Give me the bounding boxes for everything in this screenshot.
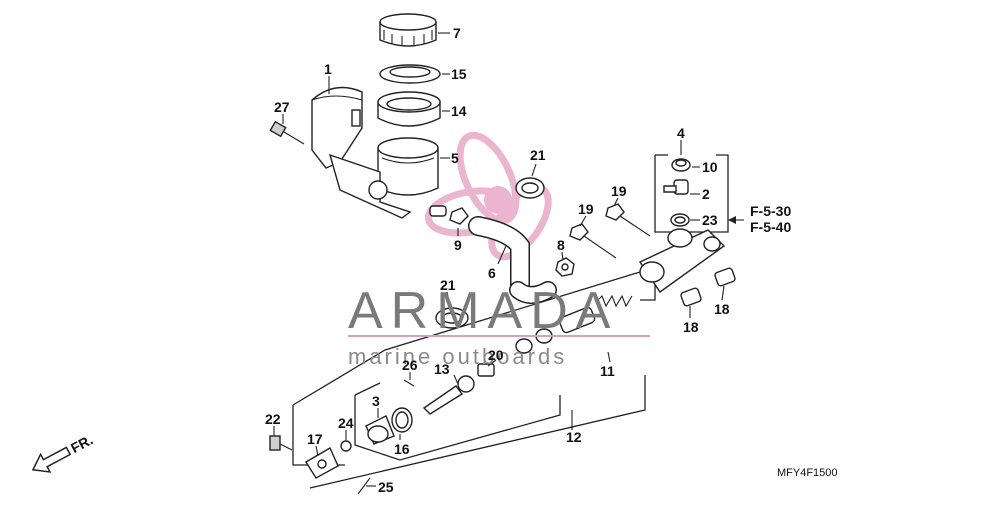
- callout-20: 20: [488, 347, 504, 363]
- callout-10: 10: [702, 159, 718, 175]
- callout-12: 12: [566, 429, 582, 445]
- master-cylinder-body: [638, 228, 726, 293]
- pin-25: [357, 477, 371, 495]
- callout-21-lower: 21: [440, 277, 456, 293]
- callout-23: 23: [702, 212, 718, 228]
- watermark-subtitle: marine outboards: [348, 344, 567, 369]
- callout-21-upper: 21: [530, 147, 546, 163]
- callout-3: 3: [372, 393, 380, 409]
- callout-9: 9: [454, 237, 462, 253]
- callout-5: 5: [451, 150, 459, 166]
- watermark-propeller-icon: [424, 131, 552, 261]
- callout-26: 26: [402, 357, 418, 373]
- callout-22: 22: [265, 411, 281, 427]
- watermark-title: ARMADA: [348, 282, 618, 340]
- ring-16: [391, 407, 413, 433]
- callout-19-lower: 19: [578, 201, 594, 217]
- callout-15: 15: [451, 66, 467, 82]
- callout-24: 24: [338, 415, 354, 431]
- bolt-19-lower: [569, 223, 617, 259]
- callout-13: 13: [434, 361, 450, 377]
- reservoir-hose: [468, 216, 557, 304]
- reservoir: [328, 137, 439, 219]
- callout-1: 1: [324, 61, 332, 77]
- bolt-19-upper: [605, 203, 651, 237]
- callout-17: 17: [307, 431, 323, 447]
- reservoir-cap: [379, 13, 437, 47]
- callout-labels: 7 15 14 5 1 27 9 6 21 21 8 19 19 4 10 2 …: [265, 25, 730, 495]
- o-ring-23: [670, 213, 690, 227]
- diaphragm: [377, 91, 441, 127]
- hose-clip-lower: [435, 307, 469, 329]
- nut-8: [555, 257, 575, 277]
- pin-26: [403, 379, 415, 387]
- direction-label: FR.: [68, 431, 95, 456]
- bolt-22: [269, 435, 293, 451]
- diaphragm-plate: [379, 64, 441, 84]
- callout-11: 11: [600, 363, 615, 379]
- joint-2: [663, 179, 689, 195]
- collar-18-right: [714, 267, 736, 287]
- bolt-27: [269, 120, 305, 145]
- push-rod: [422, 375, 475, 415]
- diagram-code: MFY4F1500: [777, 467, 838, 479]
- hose-fitting: [429, 205, 469, 225]
- front-direction-arrow-icon: FR.: [31, 431, 95, 473]
- leader-lines: [273, 32, 744, 487]
- clevis-17: [305, 447, 339, 479]
- washer-24: [340, 440, 352, 452]
- callout-14: 14: [451, 103, 467, 119]
- callout-16: 16: [394, 441, 410, 457]
- callout-2: 2: [702, 186, 710, 202]
- reference-f-5-40: F-5-40: [750, 219, 791, 235]
- callout-7: 7: [453, 25, 461, 41]
- boot-3: [365, 415, 395, 445]
- callout-8: 8: [557, 237, 565, 253]
- reservoir-cover: [311, 86, 363, 169]
- callout-18-right: 18: [714, 301, 730, 317]
- callout-27: 27: [274, 99, 290, 115]
- reference-f-5-30: F-5-30: [750, 203, 791, 219]
- callout-18-left: 18: [683, 319, 699, 335]
- callout-4: 4: [677, 125, 685, 141]
- callout-6: 6: [488, 265, 496, 281]
- hose-clip-upper: [515, 177, 545, 199]
- callout-25: 25: [378, 479, 394, 495]
- master-cylinder-cap-10: [671, 158, 691, 172]
- callout-19-upper: 19: [611, 183, 627, 199]
- collar-18-left: [680, 287, 702, 307]
- circlip-20: [477, 363, 495, 377]
